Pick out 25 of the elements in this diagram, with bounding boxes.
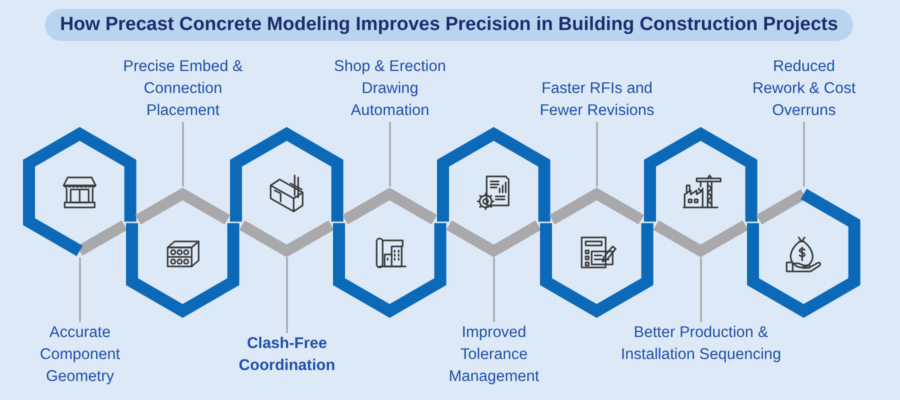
step-label: Precise Embed & Connection Placement bbox=[118, 56, 248, 122]
step-label: Accurate Component Geometry bbox=[32, 322, 128, 388]
leader-line bbox=[803, 122, 805, 187]
hexagon-frame bbox=[23, 126, 137, 258]
step-label: Reduced Rework & Cost Overruns bbox=[748, 56, 860, 122]
title-banner: How Precast Concrete Modeling Improves Precision in Building Construction Projects bbox=[45, 9, 853, 41]
hexagon-frame bbox=[540, 186, 654, 318]
step-label: Clash-Free Coordination bbox=[230, 333, 344, 377]
leader-line bbox=[700, 257, 702, 322]
step-label: Shop & Erection Drawing Automation bbox=[328, 56, 452, 122]
hexagon-frame bbox=[644, 126, 758, 258]
leader-line bbox=[182, 122, 184, 187]
step-label: Improved Tolerance Management bbox=[444, 322, 544, 388]
hexagon-frame bbox=[747, 186, 861, 318]
hexagon-frame bbox=[437, 126, 551, 258]
hexagon-frame bbox=[230, 126, 344, 258]
step-label: Faster RFIs and Fewer Revisions bbox=[537, 78, 657, 122]
hexagon-frame bbox=[333, 186, 447, 318]
leader-line bbox=[79, 257, 81, 322]
leader-line bbox=[493, 257, 495, 322]
leader-line bbox=[389, 122, 391, 187]
leader-line bbox=[286, 257, 288, 333]
step-label: Better Production & Installation Sequencing bbox=[611, 322, 791, 366]
hexagon-frame bbox=[126, 186, 240, 318]
leader-line bbox=[596, 122, 598, 187]
